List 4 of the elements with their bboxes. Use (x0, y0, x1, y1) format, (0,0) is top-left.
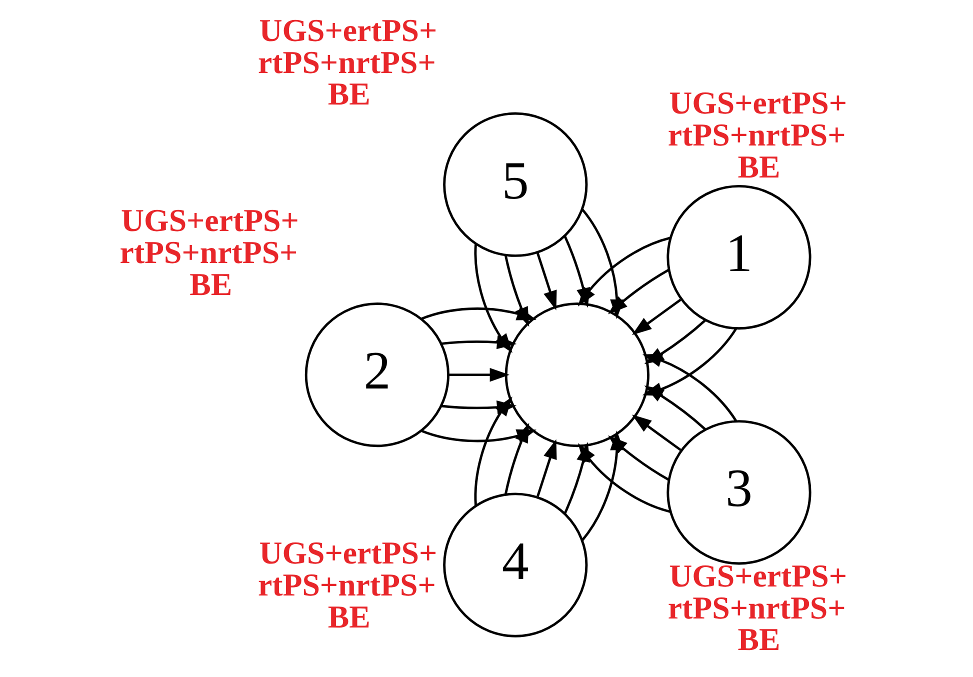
node-label: UGS+ertPS+ rtPS+nrtPS+ BE (119, 203, 298, 302)
node-label: UGS+ertPS+ rtPS+nrtPS+ BE (667, 86, 847, 184)
node-label: UGS+ertPS+ rtPS+nrtPS+ BE (258, 536, 437, 634)
node-label: UGS+ertPS+ rtPS+nrtPS+ BE (258, 12, 437, 112)
